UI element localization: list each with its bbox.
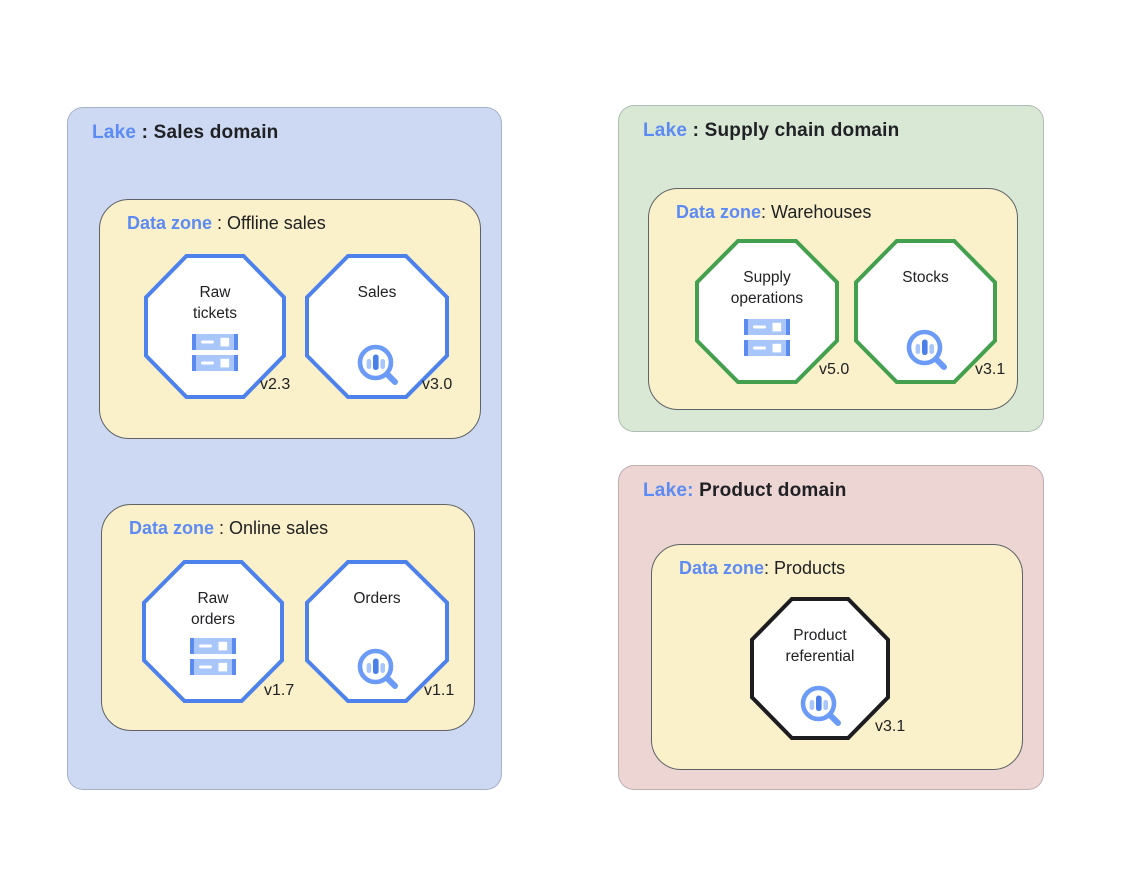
lake-supply-chain-domain: Lake : Supply chain domain Data zone: Wa… — [618, 105, 1044, 432]
asset-version: v1.1 — [424, 682, 455, 699]
zone-name: : Warehouses — [761, 202, 872, 222]
zone-label: Data zone — [679, 558, 765, 578]
asset-stocks-octagon: Stocks — [854, 239, 997, 384]
asset-version: v3.1 — [975, 361, 1006, 378]
lake-name: : Sales domain — [136, 122, 279, 143]
datasets-icon — [744, 319, 790, 356]
zone-name: : Products — [764, 558, 846, 578]
zone-name: : Online sales — [214, 518, 329, 538]
lake-label: Lake — [92, 122, 137, 143]
lake-sales-domain: Lake : Sales domain Data zone : Offline … — [67, 107, 502, 790]
asset-product-referential: Product referential — [754, 601, 886, 736]
zone-online-sales-title: Data zone : Online sales — [129, 518, 328, 539]
asset-raw-orders: Raw orders — [146, 564, 280, 699]
zone-label: Data zone — [676, 202, 762, 222]
asset-sales: Sales — [309, 258, 445, 395]
zone-label: Data zone — [129, 518, 215, 538]
lake-name: : Supply chain domain — [687, 120, 900, 141]
asset-raw-tickets-octagon: Raw tickets — [144, 254, 286, 399]
asset-version: v3.1 — [875, 718, 906, 735]
asset-raw-tickets: Raw tickets — [148, 258, 282, 395]
lake-product-title: Lake: Product domain — [643, 480, 847, 502]
asset-orders: Orders — [309, 564, 445, 699]
asset-name: Supply operations — [730, 269, 804, 307]
lake-sales-title: Lake : Sales domain — [92, 122, 278, 144]
asset-product-referential-octagon: Product referential — [750, 597, 890, 740]
asset-sales-octagon: Sales — [305, 254, 449, 399]
zone-label: Data zone — [127, 213, 213, 233]
search-insights-icon — [904, 327, 948, 371]
lake-label: Lake: — [643, 480, 694, 501]
search-insights-icon — [798, 683, 842, 727]
asset-name: Product referential — [785, 627, 855, 665]
datasets-icon — [192, 334, 238, 371]
asset-name: Raw orders — [191, 590, 235, 628]
asset-version: v2.3 — [260, 376, 291, 393]
zone-products-title: Data zone: Products — [679, 558, 845, 579]
asset-stocks: Stocks — [858, 243, 993, 380]
zone-name: : Offline sales — [212, 213, 326, 233]
zone-warehouses: Data zone: Warehouses Supply operations … — [648, 188, 1018, 410]
asset-name: Raw tickets — [193, 284, 237, 322]
lake-supply-title: Lake : Supply chain domain — [643, 120, 899, 142]
zone-offline-sales: Data zone : Offline sales Raw tickets v2… — [99, 199, 481, 439]
zone-offline-sales-title: Data zone : Offline sales — [127, 213, 326, 234]
asset-name: Sales — [357, 284, 397, 301]
search-insights-icon — [355, 646, 399, 690]
lake-name: Product domain — [693, 480, 847, 501]
asset-version: v3.0 — [422, 376, 453, 393]
asset-version: v1.7 — [264, 682, 295, 699]
asset-orders-octagon: Orders — [305, 560, 449, 703]
asset-version: v5.0 — [819, 361, 850, 378]
lake-product-domain: Lake: Product domain Data zone: Products… — [618, 465, 1044, 790]
asset-name: Stocks — [902, 269, 949, 286]
datasets-icon — [190, 638, 236, 675]
asset-supply-operations: Supply operations — [699, 243, 835, 380]
asset-supply-operations-octagon: Supply operations — [695, 239, 839, 384]
search-insights-icon — [355, 342, 399, 386]
zone-online-sales: Data zone : Online sales Raw orders v1.7… — [101, 504, 475, 731]
lake-label: Lake — [643, 120, 688, 141]
asset-raw-orders-octagon: Raw orders — [142, 560, 284, 703]
zone-warehouses-title: Data zone: Warehouses — [676, 202, 871, 223]
asset-name: Orders — [353, 590, 401, 607]
zone-products: Data zone: Products Product referential … — [651, 544, 1023, 770]
